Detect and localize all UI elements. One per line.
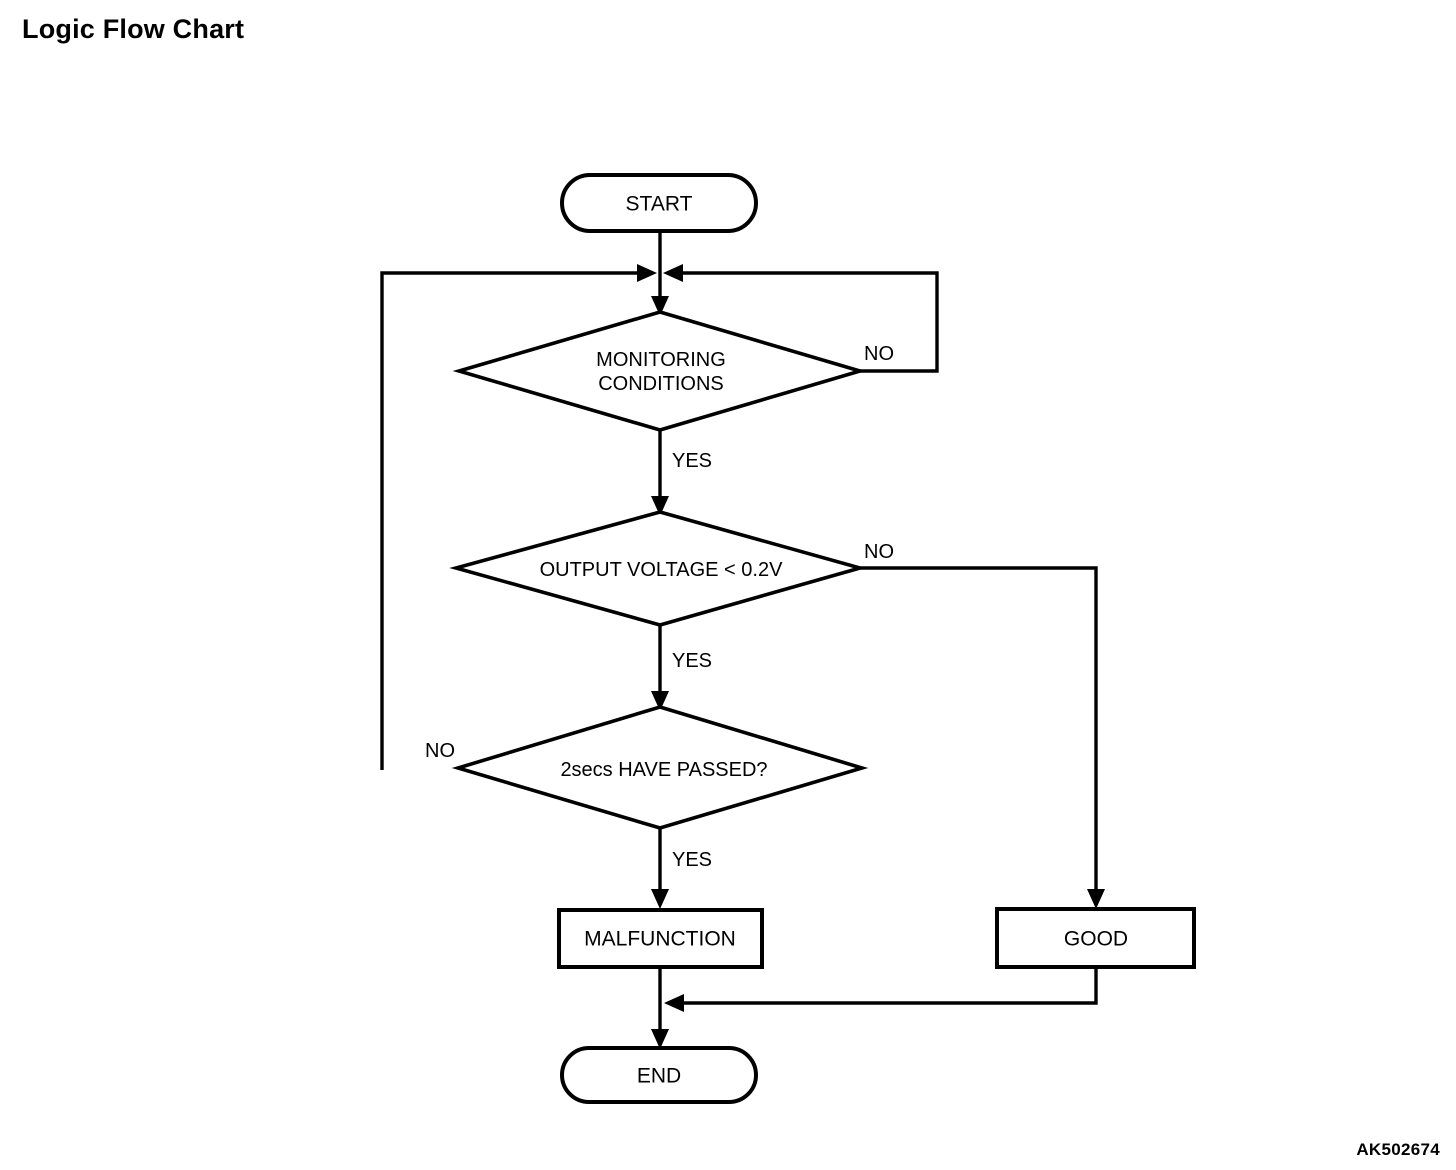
node-timer-check-label: 2secs HAVE PASSED?: [560, 759, 767, 781]
arrowhead-loopback-left: [637, 264, 657, 282]
node-good-label: GOOD: [1064, 928, 1128, 951]
node-timer-check: [451, 705, 869, 830]
edge-label-monitoring-yes: YES: [672, 450, 712, 472]
node-start: [560, 173, 758, 233]
arrowhead-to-timer: [651, 691, 669, 711]
edge-label-monitoring-no: NO: [864, 343, 894, 365]
node-output-voltage: [449, 510, 867, 627]
arrowhead-to-voltage: [651, 496, 669, 516]
edge-label-timer-yes: YES: [672, 849, 712, 871]
node-monitoring-conditions: [452, 310, 867, 432]
node-monitoring-label-line1: MONITORING: [596, 349, 726, 371]
arrowhead-to-malfunction: [651, 889, 669, 909]
edge-label-voltage-no: NO: [864, 541, 894, 563]
node-output-voltage-label: OUTPUT VOLTAGE < 0.2V: [540, 559, 784, 581]
edge-label-timer-no: NO: [425, 740, 455, 762]
node-malfunction-label: MALFUNCTION: [584, 928, 736, 951]
node-monitoring-label-line2: CONDITIONS: [598, 373, 724, 395]
page-title: Logic Flow Chart: [22, 14, 245, 44]
arrowhead-to-good: [1087, 889, 1105, 909]
image-code: AK502674: [1356, 1140, 1440, 1159]
arrowhead-good-merge: [664, 994, 684, 1012]
node-end: [560, 1046, 758, 1104]
arrowhead-loopback-right: [663, 264, 683, 282]
connector-good-to-end: [672, 967, 1098, 1005]
node-end-label: END: [637, 1065, 681, 1088]
connector-voltage-no-to-good: [860, 566, 1098, 903]
connector-timer-no-loopback: [380, 271, 650, 770]
node-malfunction: [557, 908, 764, 969]
node-start-label: START: [626, 193, 693, 216]
connector-monitoring-no-loopback: [670, 271, 939, 373]
arrowhead-to-end: [651, 1029, 669, 1049]
edge-label-voltage-yes: YES: [672, 650, 712, 672]
arrowhead-to-monitoring: [651, 296, 669, 316]
node-good: [995, 907, 1196, 969]
